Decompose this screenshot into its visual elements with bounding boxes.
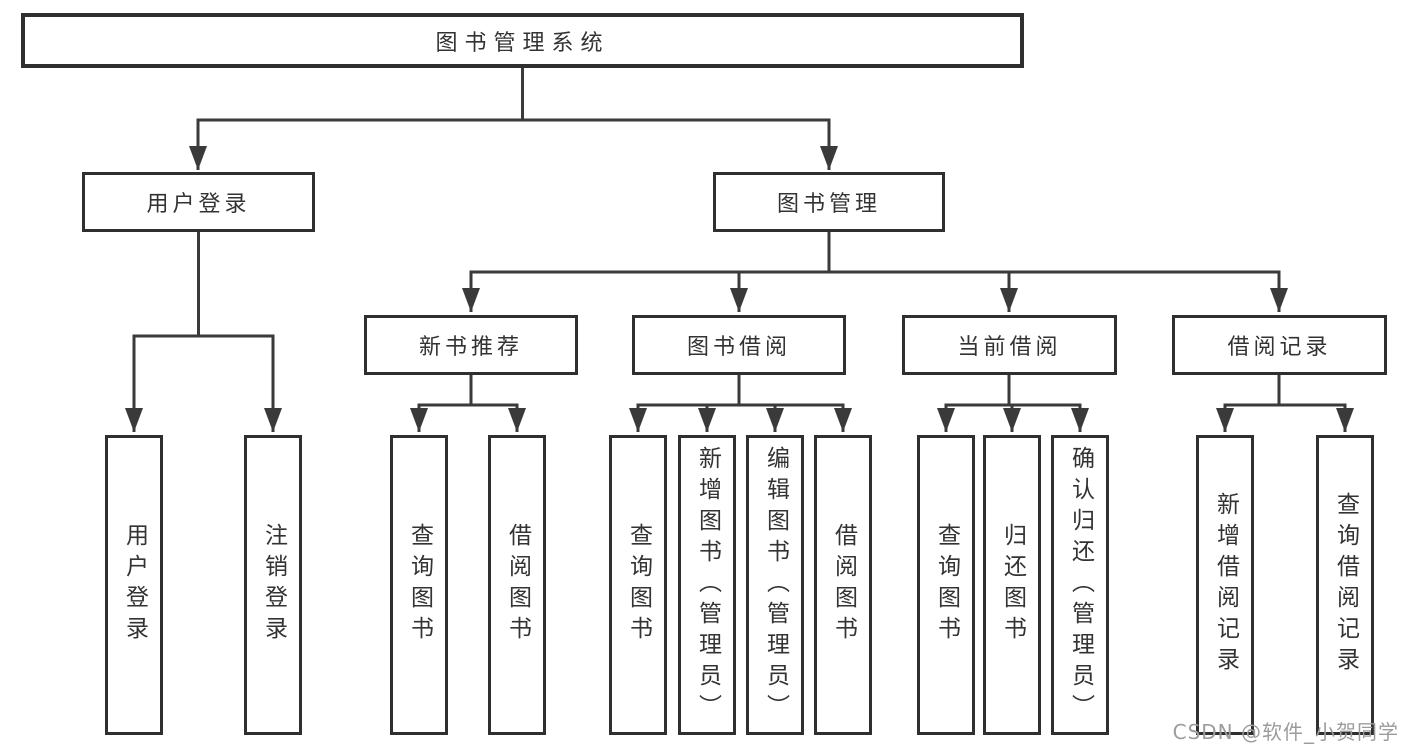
leaf-br-query-borrow-record: 查询借阅记录: [1316, 435, 1374, 735]
leaf-cb-confirm-return-admin: 确认归还（管理员）: [1051, 435, 1109, 735]
csdn-watermark: CSDN @软件_小贺同学: [1172, 720, 1399, 744]
connector-borrowing-records-to-leaves: [1223, 375, 1347, 407]
leaf-cb-return-book: 归还图书: [983, 435, 1041, 735]
leaf-bb-borrow-book: 借阅图书: [814, 435, 872, 735]
leaf-nbr-borrow-books-label: 借阅图书: [504, 523, 531, 647]
node-borrowing-records: 借阅记录: [1172, 315, 1387, 375]
connector-user-login-to-leaves: [132, 232, 275, 338]
leaf-logout-label: 注销登录: [260, 523, 287, 647]
connector-book-management-to-level3: [469, 232, 1281, 274]
connector-new-book-recommend-to-leaves: [417, 375, 519, 407]
leaf-bb-edit-book-admin-label: 编辑图书（管理员）: [762, 445, 789, 725]
leaf-br-add-borrow-record: 新增借阅记录: [1196, 435, 1254, 735]
leaf-cb-confirm-return-admin-label: 确认归还（管理员）: [1067, 445, 1094, 725]
node-book-management: 图书管理: [713, 172, 945, 232]
leaf-bb-add-book-admin-label: 新增图书（管理员）: [694, 445, 721, 725]
leaf-br-query-borrow-record-label: 查询借阅记录: [1332, 492, 1359, 678]
leaf-bb-edit-book-admin: 编辑图书（管理员）: [746, 435, 804, 735]
node-book-borrowing: 图书借阅: [632, 315, 846, 375]
leaf-br-add-borrow-record-label: 新增借阅记录: [1212, 492, 1239, 678]
node-current-borrowing: 当前借阅: [902, 315, 1117, 375]
connector-book-borrowing-to-leaves: [636, 375, 845, 407]
leaf-cb-query-books: 查询图书: [917, 435, 975, 735]
node-new-book-recommend: 新书推荐: [364, 315, 578, 375]
leaf-bb-borrow-book-label: 借阅图书: [830, 523, 857, 647]
connector-root-to-level2: [196, 68, 831, 122]
leaf-cb-return-book-label: 归还图书: [999, 523, 1026, 647]
leaf-logout: 注销登录: [244, 435, 302, 735]
leaf-nbr-query-books-label: 查询图书: [406, 523, 433, 647]
leaf-cb-query-books-label: 查询图书: [933, 523, 960, 647]
connector-current-borrowing-to-leaves: [944, 375, 1082, 407]
node-user-login: 用户登录: [82, 172, 315, 232]
leaf-bb-query-books: 查询图书: [609, 435, 667, 735]
leaf-user-login-label: 用户登录: [121, 523, 148, 647]
leaf-user-login: 用户登录: [105, 435, 163, 735]
leaf-bb-add-book-admin: 新增图书（管理员）: [678, 435, 736, 735]
leaf-nbr-query-books: 查询图书: [390, 435, 448, 735]
leaf-nbr-borrow-books: 借阅图书: [488, 435, 546, 735]
leaf-bb-query-books-label: 查询图书: [625, 523, 652, 647]
node-library-management-system: 图书管理系统: [21, 13, 1024, 68]
